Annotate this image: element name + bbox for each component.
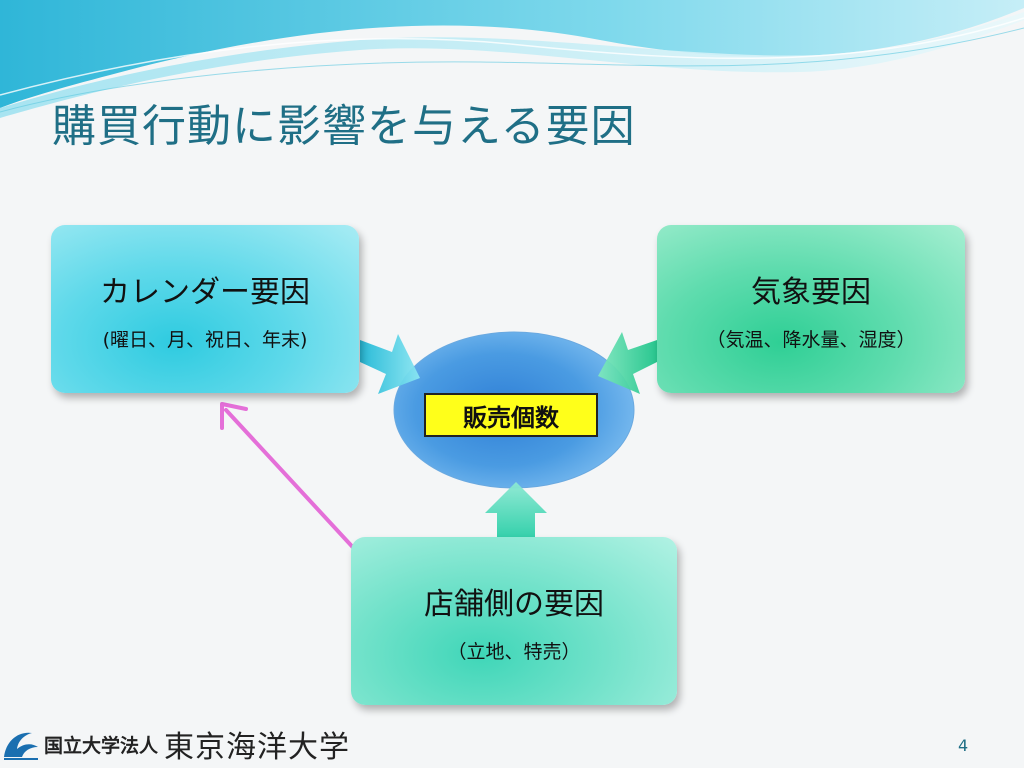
slide-title: 購買行動に影響を与える要因	[52, 101, 636, 152]
wave-logo-icon	[4, 732, 38, 760]
store-factor-detail: （立地、特売）	[447, 641, 581, 663]
university-logo: 国立大学法人 東京海洋大学	[2, 724, 351, 765]
calendar-factor-heading: カレンダー要因	[100, 275, 310, 310]
footer-prefix: 国立大学法人	[44, 734, 159, 757]
weather-factor-detail: （気温、降水量、湿度）	[706, 329, 916, 351]
store-factor-box: 店舗側の要因 （立地、特売）	[351, 537, 677, 705]
arrow-weather-to-sales	[598, 332, 657, 394]
arrow-store-to-sales	[485, 482, 547, 537]
weather-factor-box: 気象要因 （気温、降水量、湿度）	[657, 225, 965, 393]
store-factor-heading: 店舗側の要因	[424, 587, 604, 622]
page-number: 4	[958, 736, 969, 755]
arrow-store-to-calendar	[224, 408, 362, 557]
footer-university-name: 東京海洋大学	[164, 730, 351, 765]
arrow-store-to-calendar-head	[220, 402, 248, 430]
header-wave-decoration	[0, 0, 1024, 118]
arrow-calendar-to-sales	[360, 334, 420, 394]
sales-quantity-label: 販売個数	[424, 393, 598, 437]
calendar-factor-box: カレンダー要因 (曜日、月、祝日、年末)	[51, 225, 359, 393]
calendar-factor-detail: (曜日、月、祝日、年末)	[102, 329, 308, 351]
weather-factor-heading: 気象要因	[751, 275, 871, 310]
